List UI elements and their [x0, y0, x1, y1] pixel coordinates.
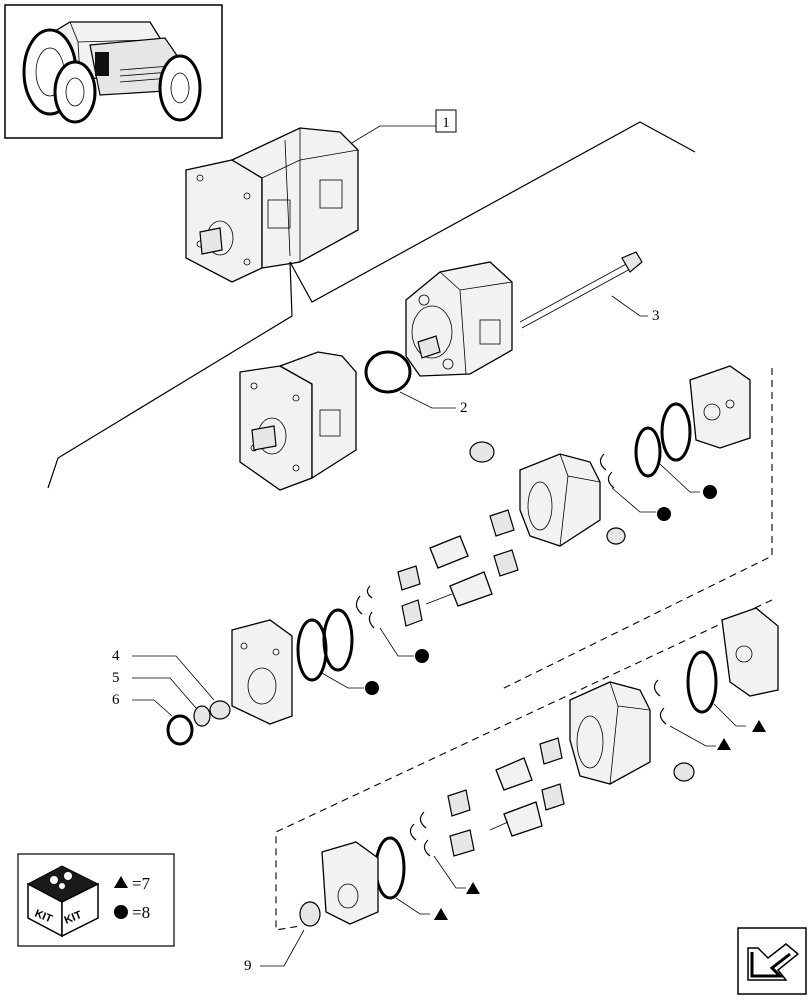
- seal-ring-2: 2: [364, 350, 468, 416]
- triangle-symbol-markers: [434, 720, 766, 920]
- pump-assembly-complete: 1: [185, 109, 457, 283]
- callout-6: 6: [112, 692, 120, 708]
- lower-kit-group: 9: [244, 599, 779, 974]
- callout-3: 3: [652, 308, 660, 324]
- triangle-symbol-icon: [114, 876, 128, 888]
- circle-symbol-markers: [365, 485, 717, 695]
- callout-4: 4: [112, 648, 120, 664]
- callout-5: 5: [112, 670, 120, 686]
- triangle-legend-value: =7: [132, 874, 151, 893]
- rear-pump-body: [239, 351, 357, 491]
- front-pump-section: 3: [405, 251, 660, 377]
- next-page-arrow-icon[interactable]: [737, 927, 807, 995]
- callout-1: 1: [442, 115, 450, 131]
- circle-legend-value: =8: [132, 903, 150, 922]
- tractor-thumbnail-icon[interactable]: [4, 4, 223, 139]
- shaft-seal-parts: 4 5 6: [112, 648, 231, 746]
- kit-box-icon: KIT KIT: [26, 865, 100, 938]
- circle-symbol-icon: [114, 905, 128, 919]
- callout-9: 9: [244, 958, 252, 974]
- kit-legend: KIT KIT =7 =8: [17, 853, 175, 947]
- callout-2: 2: [460, 400, 468, 416]
- upper-kit-group: [231, 365, 773, 725]
